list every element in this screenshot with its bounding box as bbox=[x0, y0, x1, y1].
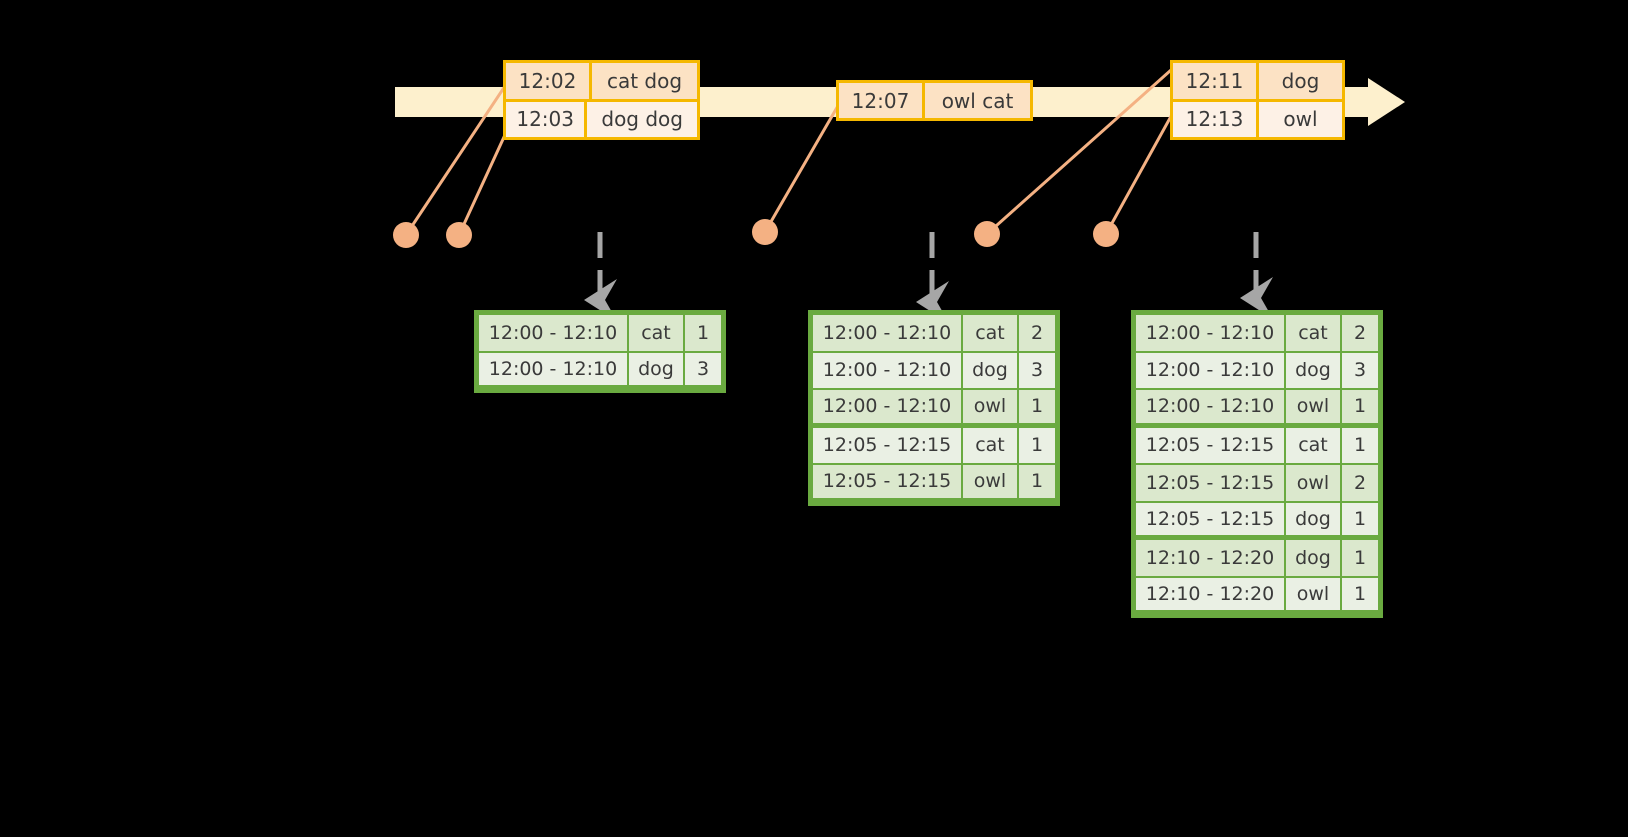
connector-lines bbox=[404, 60, 1182, 237]
result-window-cell: 12:05 - 12:15 bbox=[1135, 426, 1285, 464]
result-count-cell: 1 bbox=[1018, 389, 1056, 424]
result-word-cell: cat bbox=[1285, 426, 1341, 464]
result-word-cell: dog bbox=[628, 351, 684, 386]
result-window-cell: 12:00 - 12:10 bbox=[1135, 389, 1285, 424]
connector-dot-1 bbox=[393, 222, 419, 248]
event-row[interactable]: 12:02 cat dog bbox=[506, 63, 697, 99]
result-count-cell: 1 bbox=[1018, 426, 1056, 464]
event-time: 12:02 bbox=[506, 63, 592, 99]
event-row[interactable]: 12:11 dog bbox=[1173, 63, 1342, 99]
result-count-cell: 1 bbox=[1341, 576, 1379, 611]
dashed-arrows bbox=[584, 232, 1273, 324]
result-count-cell: 1 bbox=[1341, 501, 1379, 536]
event-time: 12:11 bbox=[1173, 63, 1259, 99]
event-words: dog dog bbox=[587, 101, 697, 137]
connector-dot-3 bbox=[752, 219, 778, 245]
result-word-cell: owl bbox=[1285, 464, 1341, 502]
result-word-cell: dog bbox=[1285, 351, 1341, 389]
result-window-cell: 12:10 - 12:20 bbox=[1135, 539, 1285, 577]
event-group-2[interactable]: 12:07 owl cat bbox=[836, 80, 1033, 121]
result-window-cell: 12:10 - 12:20 bbox=[1135, 576, 1285, 611]
event-time: 12:13 bbox=[1173, 101, 1259, 137]
result-count-cell: 3 bbox=[684, 351, 722, 386]
result-word-cell: cat bbox=[1285, 314, 1341, 352]
result-window-cell: 12:05 - 12:15 bbox=[812, 426, 962, 464]
result-word-cell: cat bbox=[628, 314, 684, 352]
result-count-cell: 2 bbox=[1341, 464, 1379, 502]
result-word-cell: owl bbox=[1285, 576, 1341, 611]
result-window-cell: 12:00 - 12:10 bbox=[812, 314, 962, 352]
result-word-cell: owl bbox=[962, 389, 1018, 424]
event-row[interactable]: 12:13 owl bbox=[1173, 98, 1342, 137]
event-words: cat dog bbox=[592, 63, 697, 99]
event-words: owl cat bbox=[925, 83, 1030, 118]
result-count-cell: 1 bbox=[1018, 464, 1056, 499]
event-time: 12:07 bbox=[839, 83, 925, 118]
result-window-cell: 12:00 - 12:10 bbox=[1135, 314, 1285, 352]
result-count-cell: 1 bbox=[1341, 539, 1379, 577]
event-row[interactable]: 12:03 dog dog bbox=[506, 98, 697, 137]
result-window-cell: 12:00 - 12:10 bbox=[478, 314, 628, 352]
result-count-cell: 3 bbox=[1018, 351, 1056, 389]
connector-dot-2 bbox=[446, 222, 472, 248]
result-count-cell: 1 bbox=[684, 314, 722, 352]
event-group-1[interactable]: 12:02 cat dog 12:03 dog dog bbox=[503, 60, 700, 140]
result-window-cell: 12:05 - 12:15 bbox=[812, 464, 962, 499]
result-window-cell: 12:00 - 12:10 bbox=[1135, 351, 1285, 389]
event-group-3[interactable]: 12:11 dog 12:13 owl bbox=[1170, 60, 1345, 140]
result-word-cell: cat bbox=[962, 426, 1018, 464]
result-count-cell: 1 bbox=[1341, 426, 1379, 464]
result-window-cell: 12:00 - 12:10 bbox=[478, 351, 628, 386]
result-window-cell: 12:05 - 12:15 bbox=[1135, 501, 1285, 536]
connector-dot-4 bbox=[974, 221, 1000, 247]
result-count-cell: 3 bbox=[1341, 351, 1379, 389]
event-row[interactable]: 12:07 owl cat bbox=[839, 83, 1030, 118]
result-word-cell: dog bbox=[1285, 539, 1341, 577]
result-window-cell: 12:00 - 12:10 bbox=[812, 389, 962, 424]
event-time: 12:03 bbox=[506, 101, 588, 137]
event-words: dog bbox=[1259, 63, 1342, 99]
result-word-cell: dog bbox=[962, 351, 1018, 389]
result-count-cell: 2 bbox=[1341, 314, 1379, 352]
result-word-cell: cat bbox=[962, 314, 1018, 352]
result-count-cell: 2 bbox=[1018, 314, 1056, 352]
result-word-cell: owl bbox=[1285, 389, 1341, 424]
result-window-cell: 12:00 - 12:10 bbox=[812, 351, 962, 389]
result-word-cell: owl bbox=[962, 464, 1018, 499]
result-word-cell: dog bbox=[1285, 501, 1341, 536]
result-count-cell: 1 bbox=[1341, 389, 1379, 424]
result-window-cell: 12:05 - 12:15 bbox=[1135, 464, 1285, 502]
event-words: owl bbox=[1259, 101, 1342, 137]
connector-dots bbox=[393, 219, 1119, 248]
timeline-arrowhead bbox=[1368, 78, 1405, 126]
connector-dot-5 bbox=[1093, 221, 1119, 247]
